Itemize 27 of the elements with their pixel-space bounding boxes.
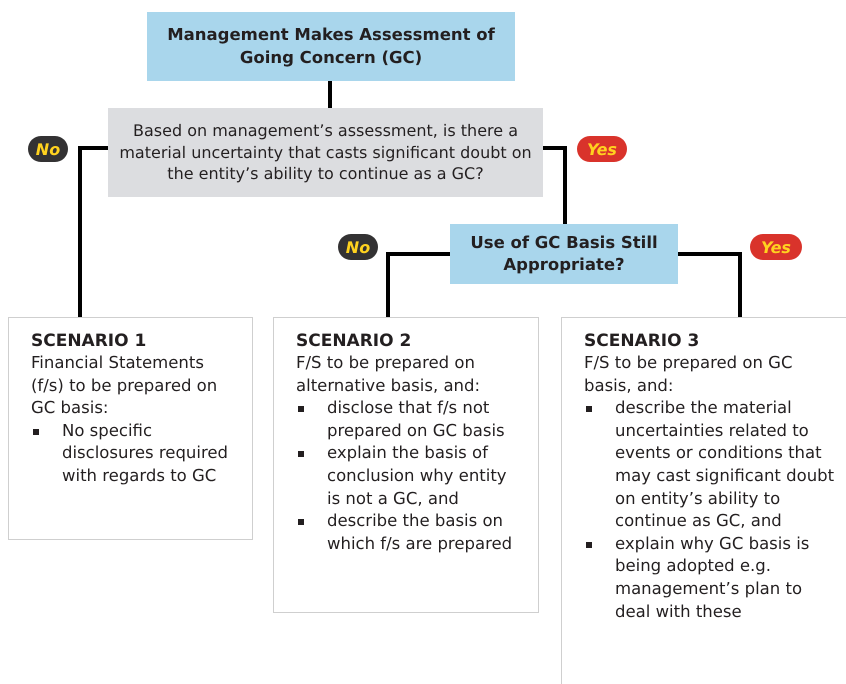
answer-badge: No xyxy=(338,234,378,260)
process-box xyxy=(147,12,515,81)
bullet-item: explain why GC basis is being adopted e.g. management’s plan to deal with these xyxy=(584,532,837,624)
box-text: Based on management’s assessment, is there a material uncertainty that casts significant doubt on the entity’s ability to continue as a GC? xyxy=(118,120,533,185)
scenario-heading: SCENARIO 1 xyxy=(31,330,148,352)
scenario-description: F/S to be prepared on alternative basis, and: xyxy=(296,352,482,397)
decision-box xyxy=(108,108,543,197)
answer-badge: Yes xyxy=(577,136,627,162)
connector-line xyxy=(386,252,450,317)
scenario-description: Financial Statements (f/s) to be prepared on GC basis: xyxy=(31,352,218,420)
connector-line xyxy=(678,252,742,317)
answer-badge: Yes xyxy=(750,234,802,260)
scenario-heading: SCENARIO 2 xyxy=(296,330,412,352)
bullet-item: No specific disclosures required with regards to GC xyxy=(31,420,238,488)
bullet-item: describe the basis on which f/s are prepared xyxy=(296,510,524,556)
connector-line xyxy=(543,146,567,224)
box-text: Management Makes Assessment of Going Concern (GC) xyxy=(166,24,496,69)
answer-badge: No xyxy=(28,136,68,162)
scenario-card xyxy=(561,317,846,684)
process-box xyxy=(450,224,678,284)
box-text: Use of GC Basis Still Appropriate? xyxy=(469,232,659,276)
scenario-description: F/S to be prepared on GC basis, and: xyxy=(584,352,794,397)
scenario-card xyxy=(8,317,253,540)
scenario-card xyxy=(273,317,539,613)
connector-line xyxy=(78,146,108,317)
connector-line xyxy=(328,81,332,108)
scenario-heading: SCENARIO 3 xyxy=(584,330,700,352)
